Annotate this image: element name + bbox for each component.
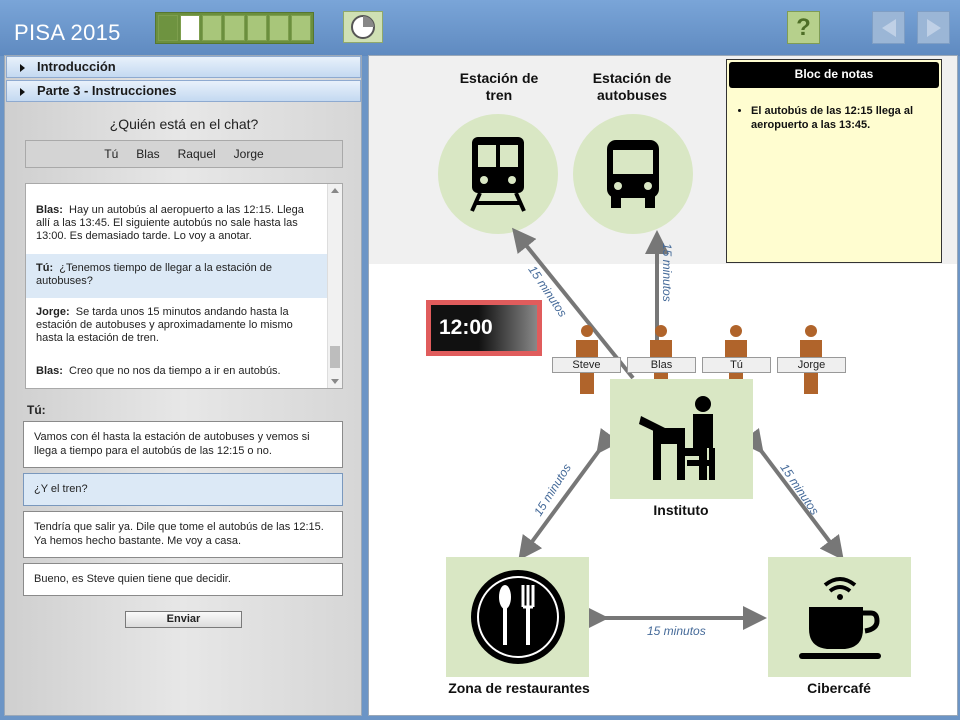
edge-label-restaurants-cafe: 15 minutos: [647, 624, 706, 638]
scroll-down-icon[interactable]: [331, 379, 339, 384]
top-bar: PISA 2015 ?: [0, 0, 960, 56]
response-option-3[interactable]: Tendría que salir ya. Dile que tome el a…: [23, 511, 343, 558]
timer-button[interactable]: [343, 11, 383, 43]
person-tag-you: Tú: [702, 357, 771, 373]
train-station-title: Estación de tren: [459, 70, 539, 103]
timer-icon: [351, 15, 375, 39]
message-speaker: Blas:: [36, 365, 63, 377]
send-button[interactable]: Enviar: [125, 611, 242, 628]
edge-label-bus: 15 minutos: [660, 243, 674, 302]
progress-segment: [158, 15, 179, 41]
bus-icon: [607, 140, 659, 208]
notepad-title: Bloc de notas: [729, 62, 939, 88]
accordion-label: Parte 3 - Instrucciones: [37, 83, 177, 98]
next-button[interactable]: [917, 11, 950, 44]
back-arrow-icon: [881, 18, 896, 37]
help-button[interactable]: ?: [787, 11, 820, 44]
train-icon: [470, 137, 526, 212]
chat-message: Blas: Creo que no nos da tiempo a ir en …: [26, 365, 327, 383]
participant-name: Raquel: [177, 147, 216, 161]
progress-segment: [268, 15, 289, 41]
participants-bar: Tú Blas Raquel Jorge: [25, 140, 343, 168]
map-panel: Estación de tren Estación de autobuses B…: [368, 55, 958, 716]
response-option-2[interactable]: ¿Y el tren?: [23, 473, 343, 506]
chat-participants-title: ¿Quién está en el chat?: [109, 116, 259, 132]
accordion-part3-instructions[interactable]: Parte 3 - Instrucciones: [6, 80, 361, 102]
next-arrow-icon: [926, 18, 941, 37]
clock: 12:00: [426, 300, 542, 356]
bus-station-title: Estación de autobuses: [592, 70, 672, 103]
progress-segment: [202, 15, 223, 41]
chat-message: Blas: Hay un autobús al aeropuerto a las…: [26, 204, 327, 258]
progress-segment: [224, 15, 245, 41]
response-label: Tú:: [27, 403, 46, 417]
expand-arrow-icon: [20, 88, 25, 96]
restaurant-icon: [470, 570, 565, 664]
progress-bar: [155, 12, 314, 44]
participant-name: Tú: [104, 147, 119, 161]
response-option-1[interactable]: Vamos con él hasta la estación de autobu…: [23, 421, 343, 468]
message-speaker: Blas:: [36, 204, 63, 216]
message-speaker: Jorge:: [36, 306, 70, 318]
notepad-item: El autobús de las 12:15 llega al aeropue…: [751, 104, 931, 132]
person-tag-steve: Steve: [552, 357, 621, 373]
train-station: [438, 114, 558, 234]
chat-panel: Introducción Parte 3 - Instrucciones ¿Qu…: [4, 55, 362, 716]
school-node: [610, 379, 753, 499]
participant-name: Blas: [136, 147, 160, 161]
school-label: Instituto: [653, 502, 709, 518]
coffee-wifi-icon: [798, 577, 881, 659]
progress-segment-current: [180, 15, 201, 41]
person-tag-blas: Blas: [627, 357, 696, 373]
bus-station: [573, 114, 693, 234]
student-desk-icon: [638, 396, 715, 480]
path-school-train: [511, 227, 635, 380]
cafe-node: [768, 557, 911, 677]
path-school-cafe: [739, 428, 844, 561]
clock-time: 12:00: [431, 305, 537, 351]
person-tag-jorge: Jorge: [777, 357, 846, 373]
restaurants-node: [446, 557, 589, 677]
progress-segment: [290, 15, 311, 41]
message-text: Hay un autobús al aeropuerto a las 12:15…: [36, 204, 304, 242]
chat-message: Jorge: Se tarda unos 15 minutos andando …: [26, 306, 327, 350]
notepad-list: El autobús de las 12:15 llega al aeropue…: [727, 90, 941, 132]
app-title: PISA 2015: [14, 20, 121, 45]
accordion-label: Introducción: [37, 59, 116, 74]
participant-name: Jorge: [233, 147, 264, 161]
message-text: Creo que no nos da tiempo a ir en autobú…: [69, 365, 281, 377]
message-text: ¿Tenemos tiempo de llegar a la estación …: [36, 262, 273, 287]
cafe-label: Cibercafé: [807, 680, 871, 696]
help-icon: ?: [796, 14, 811, 41]
chat-scrollbar[interactable]: [327, 184, 342, 388]
message-text: Se tarda unos 15 minutos andando hasta l…: [36, 306, 293, 344]
response-option-4[interactable]: Bueno, es Steve quien tiene que decidir.: [23, 563, 343, 596]
message-speaker: Tú:: [36, 262, 54, 274]
expand-arrow-icon: [20, 64, 25, 72]
chat-message-own: Tú: ¿Tenemos tiempo de llegar a la estac…: [26, 254, 327, 298]
scroll-up-icon[interactable]: [331, 188, 339, 193]
progress-segment: [246, 15, 267, 41]
back-button[interactable]: [872, 11, 905, 44]
chat-log[interactable]: Blas: Hay un autobús al aeropuerto a las…: [25, 183, 343, 389]
scroll-thumb[interactable]: [330, 346, 340, 368]
accordion-introduction[interactable]: Introducción: [6, 56, 361, 78]
path-school-restaurants: [518, 428, 621, 561]
restaurants-label: Zona de restaurantes: [448, 680, 590, 696]
notepad: Bloc de notas El autobús de las 12:15 ll…: [726, 59, 942, 263]
